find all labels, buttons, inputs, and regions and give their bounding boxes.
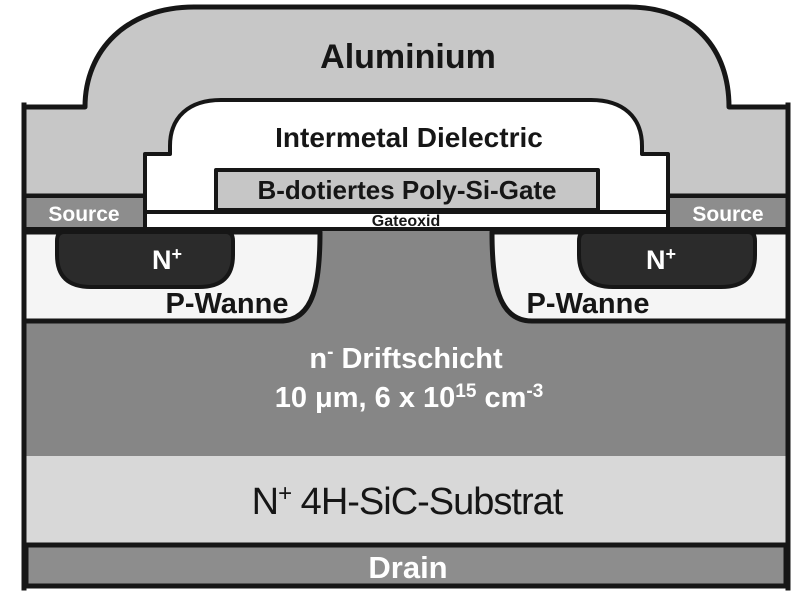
n-plus-right-label: N+ [646, 244, 676, 275]
drift-label-line1: n- Driftschicht [309, 342, 503, 375]
source-contact-left [22, 194, 147, 231]
n-plus-right-region [577, 230, 757, 289]
drift-label-line2: 10 μm, 6 x 1015 cm-3 [275, 381, 544, 414]
p-wanne-right-label: P-Wanne [527, 288, 650, 320]
p-wanne-left-label: P-Wanne [166, 288, 289, 320]
poly-gate-region [214, 168, 600, 212]
intermetal-dielectric-label: Intermetal Dielectric [275, 122, 543, 153]
aluminium-label: Aluminium [320, 38, 496, 76]
substrate-label: N+ 4H-SiC-Substrat [252, 480, 564, 523]
n-plus-left-region [55, 230, 235, 289]
gateoxid-label: Gateoxid [372, 213, 440, 230]
device-shapes [21, 4, 791, 591]
n-plus-left-label: N+ [152, 244, 182, 275]
substrate-region [24, 456, 788, 545]
source-left-label: Source [48, 203, 119, 226]
source-right-label: Source [692, 203, 763, 226]
drain-label: Drain [368, 550, 447, 585]
poly-gate-label: B-dotiertes Poly-Si-Gate [257, 175, 556, 205]
source-contact-right [666, 194, 790, 231]
device-labels: Aluminium Intermetal Dielectric B-dotier… [48, 38, 763, 585]
